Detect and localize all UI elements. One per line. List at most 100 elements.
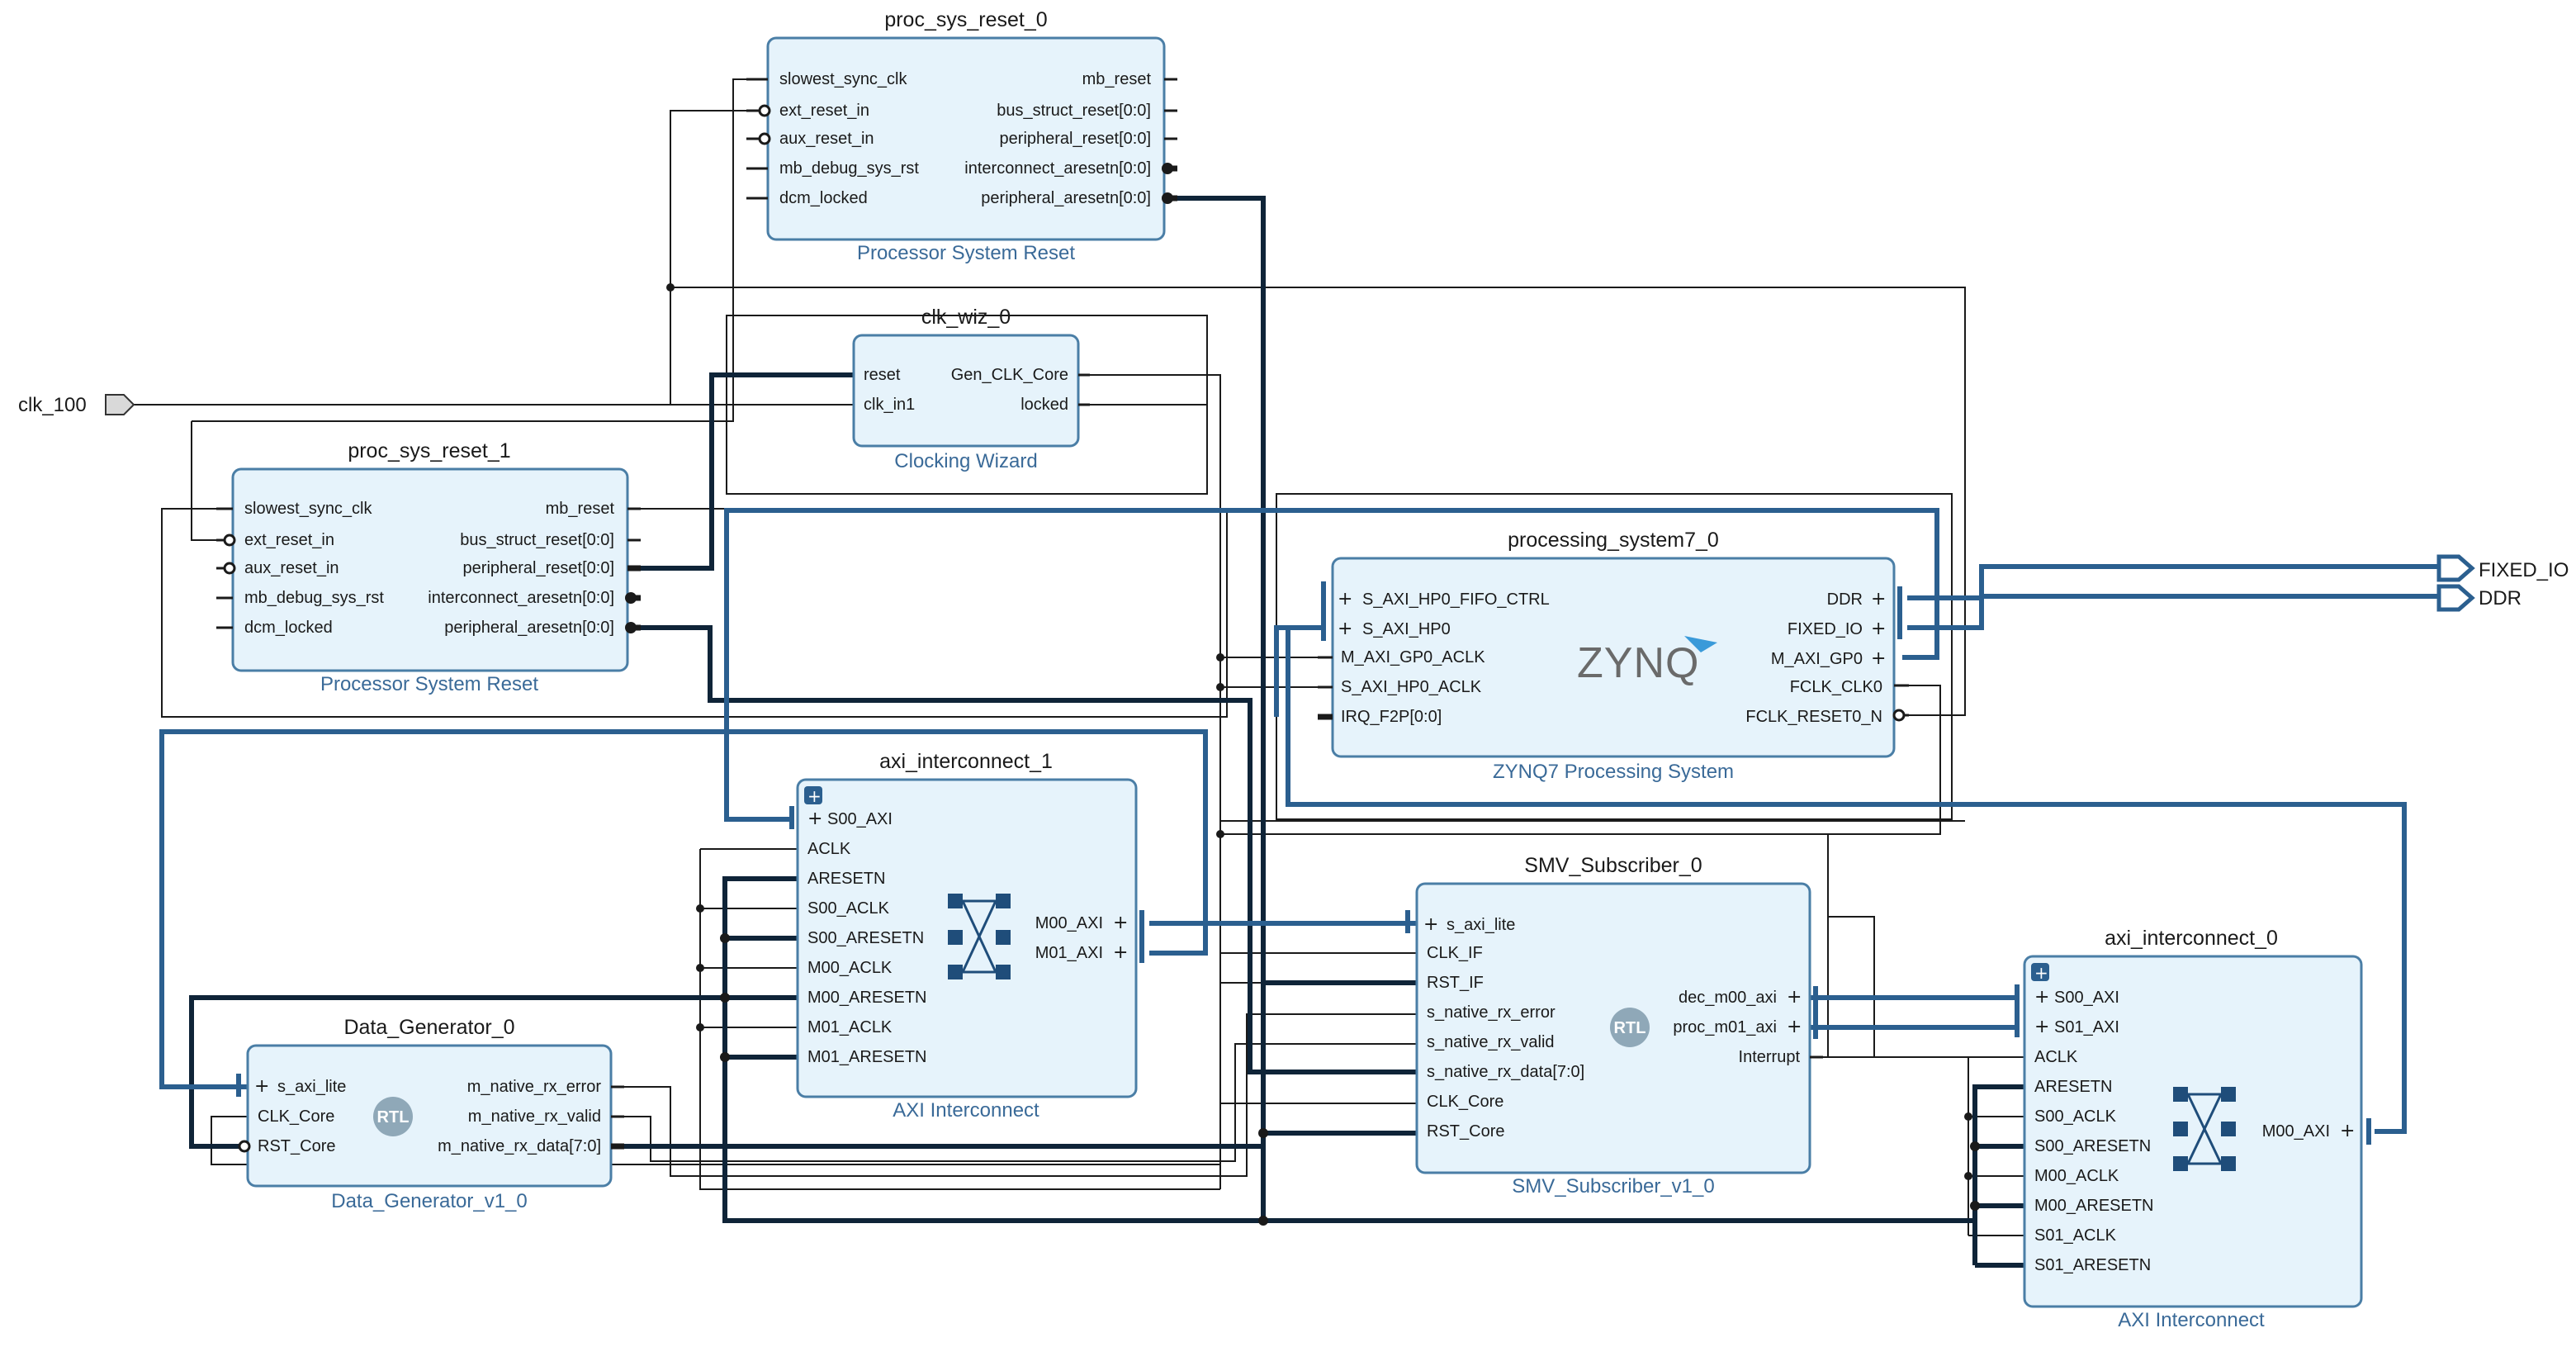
- pin-label: DDR: [1827, 590, 1863, 609]
- expand-plus-icon[interactable]: +: [254, 1076, 269, 1097]
- pin-label: RST_Core: [258, 1137, 335, 1155]
- block-type: AXI Interconnect: [893, 1099, 1039, 1122]
- expand-plus-icon[interactable]: +: [1871, 648, 1886, 669]
- pin-label: S_AXI_HP0: [1362, 620, 1451, 638]
- pin-label: ARESETN: [807, 870, 885, 888]
- pin-label: Interrupt: [1739, 1048, 1801, 1066]
- pin-label: M00_AXI: [2262, 1122, 2330, 1141]
- pin-label: M00_ARESETN: [807, 989, 927, 1007]
- block-type: Data_Generator_v1_0: [331, 1190, 528, 1212]
- pin-label: S00_ACLK: [2034, 1107, 2117, 1126]
- svg-text:RTL: RTL: [377, 1108, 410, 1126]
- pin-label: s_axi_lite: [277, 1078, 346, 1096]
- expand-plus-icon[interactable]: +: [1787, 1017, 1802, 1037]
- hierarchy-expand-icon[interactable]: [804, 786, 822, 804]
- pin-label: M01_ACLK: [807, 1018, 893, 1036]
- pin-label: ACLK: [2034, 1048, 2078, 1066]
- block-processing-system7-0[interactable]: processing_system7_0 + + S_AXI_HP0_FIFO_…: [1318, 529, 1909, 783]
- pin-label: S00_ARESETN: [807, 929, 924, 947]
- block-body: [796, 778, 1138, 1098]
- right-pins: [1892, 586, 1909, 722]
- pin-label: S00_AXI: [827, 810, 893, 828]
- block-smv-subscriber-0[interactable]: SMV_Subscriber_0 + s_axi_lite CLK_IF RST…: [1405, 854, 1823, 1198]
- pin-label: s_native_rx_valid: [1427, 1033, 1555, 1051]
- bus-pin-icon: [789, 806, 794, 829]
- pin-label: dcm_locked: [779, 189, 868, 207]
- block-name: proc_sys_reset_0: [884, 8, 1047, 31]
- port-fixed-io[interactable]: FIXED_IO: [2436, 554, 2569, 582]
- pin-label: bus_struct_reset[0:0]: [460, 531, 614, 549]
- port-clk-100[interactable]: clk_100: [18, 394, 135, 416]
- expand-plus-icon[interactable]: +: [2340, 1121, 2355, 1141]
- block-data-generator-0[interactable]: Data_Generator_0 + s_axi_lite CLK_Core R…: [236, 1016, 624, 1212]
- pin-label: M01_AXI: [1035, 944, 1103, 962]
- port-clk-100-label: clk_100: [18, 394, 87, 416]
- port-ddr[interactable]: DDR: [2436, 584, 2522, 612]
- expand-plus-icon[interactable]: +: [1423, 914, 1438, 935]
- expand-plus-icon[interactable]: +: [2034, 987, 2049, 1008]
- bus-pin-icon: [2366, 1118, 2371, 1145]
- pin-label: bus_struct_reset[0:0]: [997, 102, 1151, 120]
- block-type: Processor System Reset: [857, 242, 1075, 264]
- block-type: SMV_Subscriber_v1_0: [1512, 1175, 1714, 1198]
- left-pins: [746, 78, 771, 200]
- block-clk-wiz-0[interactable]: clk_wiz_0 reset clk_in1 Gen_CLK_Core loc…: [852, 306, 1090, 472]
- hierarchy-expand-icon[interactable]: [2031, 963, 2049, 981]
- block-name: proc_sys_reset_1: [348, 439, 510, 462]
- pin-label: M00_AXI: [1035, 914, 1103, 932]
- pin-label: dec_m00_axi: [1679, 989, 1777, 1007]
- pin-label: mb_reset: [1082, 70, 1152, 88]
- input-port-icon: [105, 394, 135, 415]
- block-axi-interconnect-0[interactable]: axi_interconnect_0 + + + S00_AXI S01_AXI…: [2015, 927, 2371, 1331]
- expand-plus-icon[interactable]: +: [1871, 619, 1886, 639]
- crossbar-icon: [2173, 1087, 2236, 1171]
- block-body: [2023, 955, 2363, 1308]
- block-proc-sys-reset-0[interactable]: proc_sys_reset_0 slowest_sync_clk ext_re…: [746, 8, 1177, 264]
- expand-plus-icon[interactable]: +: [807, 809, 822, 829]
- rtl-badge-icon: RTL: [1610, 1008, 1650, 1047]
- expand-plus-icon[interactable]: +: [1338, 589, 1352, 609]
- zynq-logo-mark-icon: [1684, 636, 1717, 652]
- pin-label: FCLK_RESET0_N: [1745, 708, 1882, 726]
- right-pins: [1162, 78, 1177, 204]
- pin-label: ext_reset_in: [244, 531, 334, 549]
- block-name: clk_wiz_0: [921, 306, 1011, 329]
- block-name: axi_interconnect_1: [879, 750, 1053, 773]
- pin-label: m_native_rx_valid: [468, 1107, 601, 1126]
- pin-label: reset: [864, 366, 901, 384]
- pin-label: dcm_locked: [244, 619, 333, 637]
- block-proc-sys-reset-1[interactable]: proc_sys_reset_1 slowest_sync_clk ext_re…: [216, 439, 641, 695]
- pin-label: s_native_rx_error: [1427, 1003, 1556, 1022]
- pin-label: S_AXI_HP0_ACLK: [1341, 678, 1482, 696]
- pin-label: RST_IF: [1427, 974, 1484, 992]
- pin-label: ARESETN: [2034, 1078, 2112, 1096]
- expand-plus-icon[interactable]: +: [2034, 1017, 2049, 1037]
- pin-label: CLK_IF: [1427, 944, 1483, 962]
- pin-label: S00_AXI: [2054, 989, 2119, 1007]
- expand-plus-icon[interactable]: +: [1787, 987, 1802, 1008]
- expand-plus-icon[interactable]: +: [1113, 942, 1128, 963]
- pin-label: slowest_sync_clk: [244, 500, 373, 518]
- crossbar-icon: [948, 894, 1011, 979]
- expand-plus-icon[interactable]: +: [1871, 589, 1886, 609]
- block-name: Data_Generator_0: [343, 1016, 514, 1039]
- pin-label: M_AXI_GP0_ACLK: [1341, 648, 1485, 666]
- block-axi-interconnect-1[interactable]: axi_interconnect_1 + + S00_AXI ACLK ARES…: [789, 750, 1144, 1122]
- expand-plus-icon[interactable]: +: [1113, 913, 1128, 933]
- pin-label: ACLK: [807, 840, 851, 858]
- rtl-badge-icon: RTL: [373, 1097, 413, 1136]
- pin-label: M00_ACLK: [2034, 1167, 2119, 1185]
- pin-label: S00_ACLK: [807, 899, 890, 918]
- bus-pin-icon: [236, 1074, 241, 1097]
- pin-label: M00_ACLK: [807, 959, 893, 977]
- pin-label: s_axi_lite: [1447, 916, 1515, 934]
- expand-plus-icon[interactable]: +: [1338, 619, 1352, 639]
- pin-label: peripheral_reset[0:0]: [463, 559, 614, 577]
- bus-pin-icon: [1405, 910, 1410, 933]
- pin-label: CLK_Core: [258, 1107, 334, 1126]
- block-name: SMV_Subscriber_0: [1524, 854, 1702, 877]
- pin-label: M_AXI_GP0: [1771, 650, 1863, 668]
- block-type: AXI Interconnect: [2118, 1309, 2265, 1331]
- pin-label: slowest_sync_clk: [779, 70, 908, 88]
- left-pins: [216, 507, 236, 629]
